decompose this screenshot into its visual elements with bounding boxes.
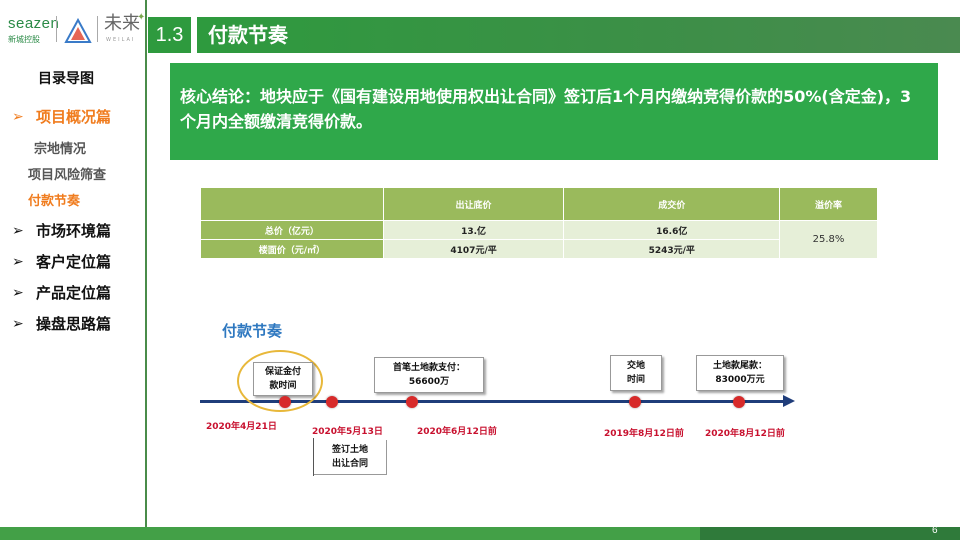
timeline-dot [629, 396, 641, 408]
event-connector-line [313, 438, 314, 476]
arrow-icon: ➢ [12, 108, 24, 125]
highlight-circle [237, 350, 323, 412]
timeline-event-box: 保证金付 款时间 [253, 362, 313, 396]
table-header-cell: 溢价率 [779, 187, 878, 221]
timeline-dot [733, 396, 745, 408]
timeline-dot [326, 396, 338, 408]
sidebar-item-label: 产品定位篇 [36, 284, 112, 302]
sidebar-subitem-risk-screening[interactable]: 项目风险筛查 [28, 168, 107, 183]
timeline-event-box: 首笔土地款支付： 56600万 [374, 357, 484, 393]
timeline-arrow-icon [783, 395, 795, 407]
timeline-event-box: 签订土地 出让合同 [314, 440, 387, 475]
timeline-event-box: 交地 时间 [610, 355, 662, 391]
footer-bar-accent [700, 527, 960, 540]
partner-logo-icon [64, 18, 92, 43]
page-title: 付款节奏 [208, 23, 288, 47]
event-box-line: 56600万 [408, 377, 450, 387]
timeline-title: 付款节奏 [222, 322, 283, 340]
event-box-line: 款时间 [269, 381, 297, 391]
sidebar-item-customer[interactable]: ➢ 客户定位篇 [12, 251, 111, 272]
timeline-date: 2020年6月12日前 [417, 427, 497, 437]
sidebar-item-operation[interactable]: ➢ 操盘思路篇 [12, 313, 111, 334]
table-cell: 5243元/平 [563, 239, 781, 259]
table-cell: 16.6亿 [563, 220, 781, 240]
event-box-line: 时间 [626, 375, 645, 385]
sidebar-divider [145, 0, 147, 540]
table-header-row: 出让底价 成交价 溢价率 [200, 187, 878, 221]
event-box-line: 交地 [626, 361, 645, 371]
sidebar-item-product[interactable]: ➢ 产品定位篇 [12, 282, 111, 303]
weilai-logo: 未来 [104, 13, 140, 34]
logo-separator [56, 16, 57, 42]
timeline-axis [200, 400, 784, 403]
timeline-dot [406, 396, 418, 408]
table-header-cell [200, 187, 384, 221]
star-icon: ✦ [137, 12, 146, 23]
section-number: 1.3 [148, 17, 191, 53]
table-header-cell: 成交价 [563, 187, 781, 221]
timeline-event-box: 土地款尾款： 83000万元 [696, 355, 784, 391]
event-box-line: 出让合同 [331, 459, 368, 469]
timeline-date: 2019年8月12日前 [604, 429, 684, 439]
row-header: 楼面价（元/㎡） [200, 239, 384, 259]
header-bar [197, 17, 960, 53]
logo-separator [97, 16, 98, 42]
event-box-line: 83000万元 [715, 375, 765, 385]
event-box-line: 首笔土地款支付： [392, 363, 465, 373]
weilai-logo-subtitle: WEILAI [106, 37, 136, 43]
arrow-icon: ➢ [12, 253, 24, 270]
seazen-logo: seazen [8, 15, 60, 32]
page-number: 6 [932, 525, 938, 536]
sidebar-item-label: 项目概况篇 [36, 108, 112, 126]
row-header: 总价（亿元） [200, 220, 384, 240]
table-row: 楼面价（元/㎡） 4107元/平 5243元/平 [200, 239, 878, 259]
table-header-cell: 出让底价 [382, 187, 565, 221]
seazen-logo-subtitle: 新城控股 [8, 35, 40, 44]
sidebar-subitem-land-info[interactable]: 宗地情况 [34, 142, 87, 157]
timeline-dot [279, 396, 291, 408]
sidebar-item-label: 操盘思路篇 [36, 315, 112, 333]
event-box-line: 签订土地 [331, 445, 368, 455]
sidebar-item-market[interactable]: ➢ 市场环境篇 [12, 220, 111, 241]
event-box-line: 土地款尾款： [712, 361, 767, 371]
table-cell: 4107元/平 [382, 239, 565, 259]
arrow-icon: ➢ [12, 222, 24, 239]
price-table: 出让底价 成交价 溢价率 总价（亿元） 13.亿 16.6亿 25.8% 楼面价… [200, 187, 878, 259]
premium-cell: 25.8% [779, 220, 878, 259]
footer-bar [0, 527, 700, 540]
timeline-date: 2020年4月21日 [206, 422, 277, 432]
conclusion-text: 核心结论：地块应于《国有建设用地使用权出让合同》签订后1个月内缴纳竞得价款的50… [180, 87, 912, 131]
sidebar-title: 目录导图 [38, 71, 94, 87]
event-box-line: 保证金付 [264, 367, 301, 377]
table-row: 总价（亿元） 13.亿 16.6亿 25.8% [200, 220, 878, 259]
timeline-date: 2020年5月13日 [312, 427, 383, 437]
table-cell: 13.亿 [382, 220, 565, 240]
timeline-date: 2020年8月12日前 [705, 429, 785, 439]
sidebar-subitem-payment-schedule[interactable]: 付款节奏 [28, 194, 81, 209]
sidebar-item-label: 客户定位篇 [36, 253, 112, 271]
arrow-icon: ➢ [12, 315, 24, 332]
arrow-icon: ➢ [12, 284, 24, 301]
sidebar-item-project-overview[interactable]: ➢ 项目概况篇 [12, 106, 111, 127]
conclusion-box [170, 63, 938, 160]
sidebar-item-label: 市场环境篇 [36, 222, 112, 240]
